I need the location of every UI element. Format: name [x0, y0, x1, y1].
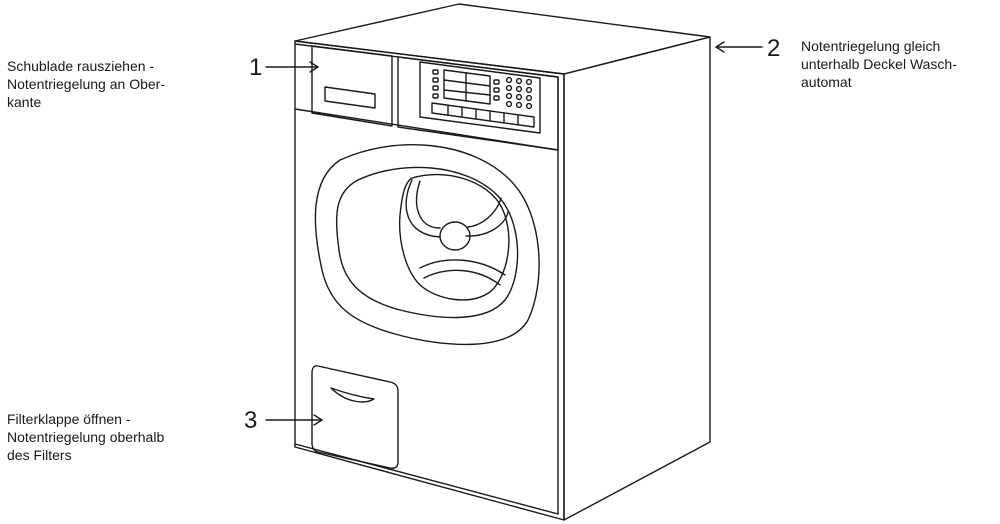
filter-flap-outline — [312, 366, 398, 468]
panel-button — [433, 86, 438, 90]
drum-hub — [440, 222, 470, 250]
detergent-drawer — [312, 46, 392, 126]
drum-paddle — [468, 198, 501, 227]
panel-button — [494, 96, 499, 100]
machine-side — [564, 37, 710, 520]
panel-button — [433, 70, 438, 74]
filter-flap-handle — [331, 388, 374, 402]
door-outer-ring — [315, 145, 539, 345]
callout-3-arrow — [266, 415, 322, 425]
button-row — [432, 103, 534, 127]
display-line — [444, 80, 490, 86]
display-panel — [420, 62, 540, 133]
callout-2-text: Notentriegelung gleich unterhalb Deckel … — [801, 38, 957, 90]
display-screen — [444, 70, 490, 104]
callout-3-number: 3 — [244, 407, 258, 434]
drum-paddle — [420, 260, 505, 275]
machine-top — [295, 4, 710, 74]
callout-1-arrow — [266, 62, 318, 72]
callout-1-text: Schublade rausziehen - Notentriegelung a… — [7, 58, 165, 110]
display-panel-frame — [398, 57, 558, 150]
drum — [400, 175, 509, 300]
machine-body — [295, 4, 710, 520]
filter-flap — [312, 366, 398, 468]
drum-paddle — [466, 212, 508, 236]
callout-3-text: Filterklappe öffnen - Notentriegelung ob… — [7, 411, 165, 463]
door — [315, 145, 539, 345]
display-line — [444, 90, 490, 95]
panel-button — [433, 78, 438, 82]
drum-paddle — [424, 270, 500, 285]
control-panel — [295, 46, 558, 150]
bottom-front-edge — [295, 444, 558, 514]
panel-button — [433, 94, 438, 98]
callout-2-number: 2 — [767, 35, 781, 62]
door-window — [337, 167, 518, 317]
callout-1-number: 1 — [249, 54, 263, 81]
drum-paddle — [406, 180, 440, 237]
machine-front — [295, 41, 564, 520]
panel-button — [494, 80, 499, 84]
button-grid — [507, 78, 532, 109]
panel-button — [494, 88, 499, 92]
drawer-handle — [325, 87, 375, 108]
arrow-left-icon — [716, 42, 724, 52]
arrow-right-icon — [314, 415, 322, 425]
callout-2-arrow — [716, 42, 762, 52]
drum-paddle — [417, 181, 440, 228]
